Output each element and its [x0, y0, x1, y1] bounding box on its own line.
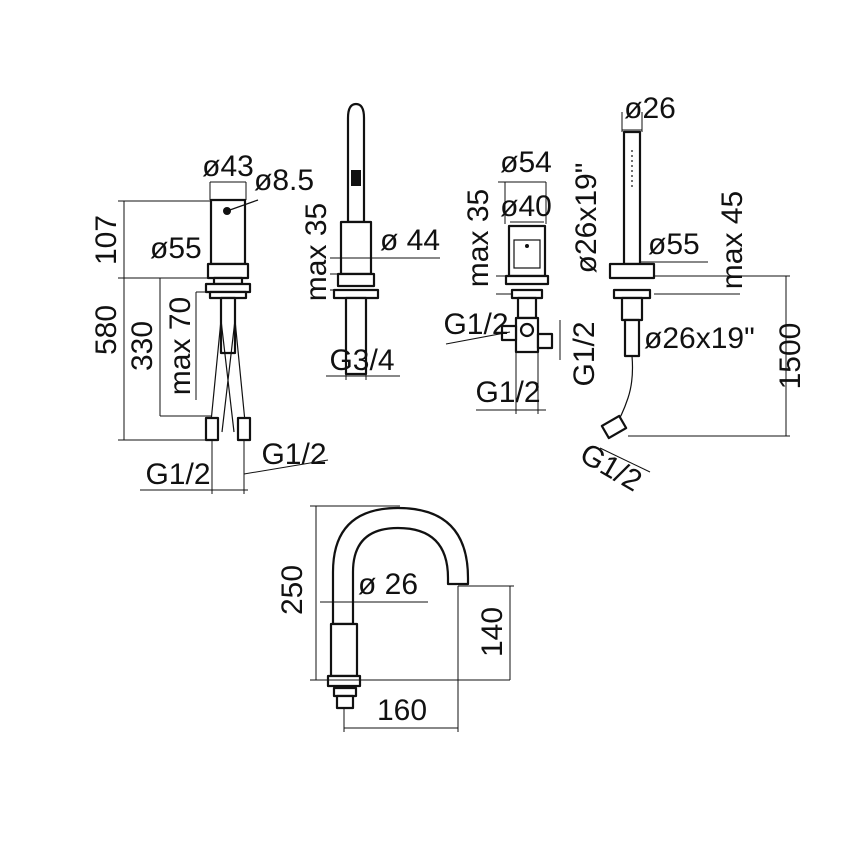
mixer-base-diameter: ø55 [150, 232, 202, 265]
spout-side-max-deck: max 35 [300, 203, 333, 301]
spout-side-diameter: ø 44 [380, 224, 440, 257]
spout-nut [332, 686, 358, 698]
mixer-hose-end-right [236, 416, 252, 442]
mixer-hoses [209, 319, 247, 433]
spout-side-shank [344, 296, 368, 376]
hand-shower-nut [612, 288, 652, 300]
spout-height: 250 [276, 565, 309, 615]
diverter-shank [516, 296, 538, 320]
diverter-outer-diameter: ø54 [500, 146, 552, 179]
hand-shower-oval-diameter: ø26x19" [644, 322, 755, 355]
diverter-drawing: ø54 ø40 max 35 ø26x19" G1/2 G1/2 G1/2 [443, 146, 603, 414]
mixer-thread-right: G1/2 [261, 438, 326, 471]
hand-shower-base-diameter: ø55 [648, 228, 700, 261]
spout-side-pipe [346, 102, 366, 224]
mixer-max-deck: max 70 [164, 297, 197, 395]
spout-shank [335, 694, 355, 710]
mixer-thread-left: G1/2 [145, 458, 210, 491]
spout-side-aerator [351, 170, 361, 186]
mixer-deck-nut [204, 282, 252, 294]
mixer-total-height: 580 [90, 305, 123, 355]
hand-shower-drawing: ø26 ø55 max 45 ø26x19" 1500 G1/2 [574, 92, 807, 498]
spout-reach: 160 [377, 694, 427, 727]
diverter-valve-port [519, 322, 535, 338]
diverter-oval-diameter: ø26x19" [570, 163, 603, 274]
mixer-stud [219, 296, 237, 355]
spout-outlet-height: 140 [476, 607, 509, 657]
hand-shower-head-diameter: ø26 [624, 92, 676, 125]
diverter-inner-diameter: ø40 [500, 190, 552, 223]
hand-shower-hose-length: 1500 [774, 323, 807, 390]
spout-side-base [336, 272, 376, 288]
hand-shower-hose-end [600, 414, 628, 440]
hand-shower-base [608, 262, 656, 280]
hand-shower-thread: G1/2 [574, 437, 647, 498]
mixer-drawing: ø43 ø8.5 ø55 107 580 330 max 70 G1/2 G1/… [90, 150, 329, 494]
diverter-side-port-right [536, 332, 554, 350]
spout-side-drawing: max 35 ø 44 G3/4 [300, 102, 440, 380]
spout-side-thread: G3/4 [329, 344, 394, 377]
spout-drawing: 250 ø 26 140 160 [276, 505, 514, 732]
diverter-thread-bottom: G1/2 [475, 376, 540, 409]
diverter-base [504, 274, 550, 286]
hand-shower-max-deck: max 45 [716, 191, 749, 289]
hand-shower-hose-guide [623, 318, 641, 358]
diverter-thread-vertical: G1/2 [568, 321, 601, 386]
spout-body [329, 622, 359, 678]
mixer-base [206, 262, 250, 280]
mixer-body-height: 107 [90, 215, 123, 265]
spout-side-body [339, 220, 373, 276]
mixer-lever-leader [226, 199, 259, 212]
mixer-top-diameter: ø43 [202, 150, 254, 183]
mixer-hose-end-left [204, 416, 220, 442]
diverter-knob [513, 239, 541, 269]
mixer-lever-diameter: ø8.5 [254, 164, 314, 197]
spout-diameter: ø 26 [358, 568, 418, 601]
spout-pipe [331, 506, 470, 626]
diverter-thread-side: G1/2 [443, 308, 508, 341]
diverter-nut [510, 288, 544, 300]
spout-side-nut [332, 288, 380, 300]
diverter-max-deck: max 35 [462, 189, 495, 287]
diverter-knob-dot [525, 244, 529, 248]
spout-base [326, 674, 362, 688]
hand-shower-shank [620, 296, 644, 322]
mixer-hose-length: 330 [126, 321, 159, 371]
